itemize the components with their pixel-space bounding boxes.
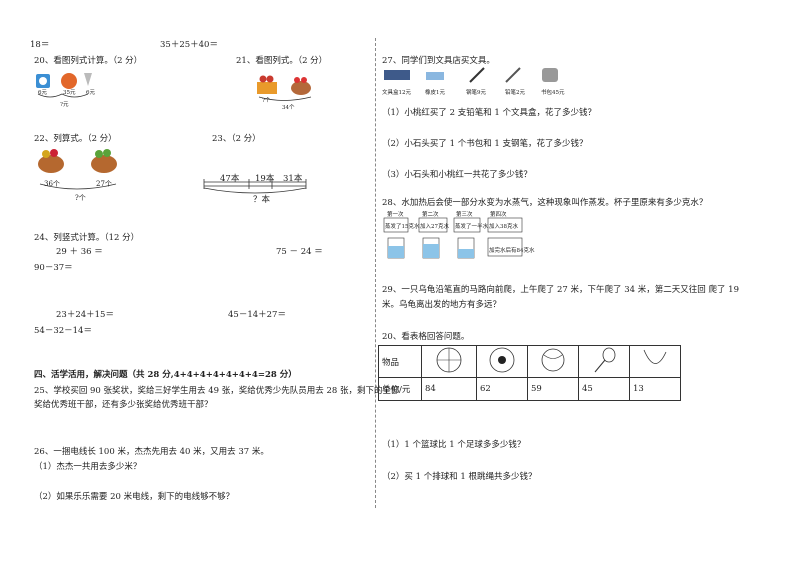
racket-icon <box>602 347 616 363</box>
eraser-icon <box>426 72 444 80</box>
column-divider <box>375 38 376 508</box>
pencil-case-icon <box>384 70 410 80</box>
beaker-icon <box>487 217 523 257</box>
schoolbag-icon <box>542 68 558 82</box>
pen-icon <box>469 67 485 83</box>
q23-title: 23、（2 分） <box>212 134 261 144</box>
q24-title: 24、列竖式计算。（12 分） <box>34 233 140 243</box>
q20-title: 20、看图列式计算。（2 分） <box>34 56 143 66</box>
beaker-icon <box>418 217 448 259</box>
basket-icon <box>291 81 311 95</box>
top-line-b: 35＋25＋40＝ <box>160 40 218 50</box>
toy-icon <box>36 74 50 88</box>
q23-segment-diagram <box>203 179 307 194</box>
basket-icon <box>91 155 117 173</box>
q28-beaker-steps <box>383 217 523 259</box>
q28-title: 28、水加热后会使一部分水变为水蒸气，这种现象叫作蒸发。杯子里原来有多少克水？ <box>382 198 708 208</box>
q20b-title: 20、看表格回答问题。 <box>382 332 470 342</box>
q27-title: 27、同学们到文具店买文具。 <box>382 56 495 66</box>
stationery-icons <box>384 67 558 83</box>
price-table: 物品 单价/元 84 62 59 45 13 <box>378 345 681 401</box>
jump-rope-icon <box>643 349 667 364</box>
basket-icon <box>38 155 64 173</box>
top-line-a: 18＝ <box>30 40 50 50</box>
shuttlecock-icon <box>84 73 92 86</box>
beaker-icon <box>453 217 481 259</box>
q22-title: 22、列算式。（2 分） <box>34 134 117 144</box>
section-4-heading: 四、活学活用，解决问题（共 28 分,4+4+4+4+4+4+4=28 分） <box>34 370 297 380</box>
q20-picture <box>36 73 92 98</box>
pencil-icon <box>505 67 521 83</box>
q21-picture <box>257 75 312 101</box>
q21-title: 21、看图列式。（2 分） <box>236 56 328 66</box>
q22-picture <box>38 149 117 190</box>
ball-icon <box>61 73 77 89</box>
beaker-icon <box>383 217 409 259</box>
box-icon <box>257 82 277 94</box>
volleyball-icon <box>541 348 565 372</box>
